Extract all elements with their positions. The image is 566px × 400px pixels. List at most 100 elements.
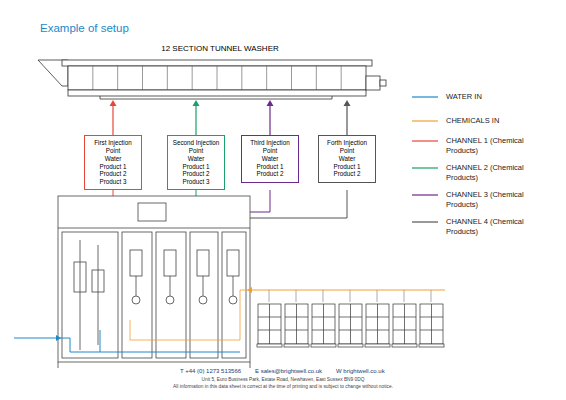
washer-section: [341, 66, 342, 90]
ibc-container: [285, 304, 308, 344]
ibc-cage: [350, 304, 351, 344]
ibc-cage: [404, 304, 405, 344]
contact-detail: T +44 (0) 1273 513566: [180, 368, 241, 374]
feed-pipe: [431, 290, 432, 302]
arrowhead: [267, 100, 274, 106]
legend-line-sample: [412, 95, 438, 99]
injection-point-box: Forth Injection PointWaterProduct 1Produ…: [318, 135, 376, 183]
control-cabinet: [58, 196, 250, 368]
node-item: Water: [322, 155, 372, 163]
connector-line: [195, 105, 196, 135]
connector: [267, 100, 274, 135]
page-title: Example of setup: [40, 22, 129, 34]
ibc-pallet: [257, 344, 282, 347]
legend-text: WATER IN: [446, 92, 530, 102]
connector-line: [346, 105, 347, 135]
ibc-pallet: [311, 344, 336, 347]
legend-line: [412, 140, 438, 141]
node-heading: 12 SECTION TUNNEL WASHER: [60, 44, 380, 54]
node-heading: Forth Injection Point: [322, 139, 372, 154]
node-item: Product 3: [88, 178, 138, 186]
washer-section: [117, 66, 118, 90]
ibc-cage: [431, 304, 432, 344]
tunnel-washer: [38, 60, 386, 99]
washer-section: [167, 66, 168, 90]
feed-pipe: [269, 290, 270, 302]
washer-section: [92, 66, 93, 90]
node-item: Product 2: [88, 170, 138, 178]
arrowhead: [193, 100, 200, 106]
washer-section: [142, 66, 143, 90]
legend-line-sample: [412, 220, 438, 224]
node-item: Product 3: [171, 178, 221, 186]
connector: [110, 100, 117, 135]
legend-text: CHEMICALS IN: [446, 116, 530, 126]
ibc-pallet: [365, 344, 390, 347]
ibc-cage: [269, 304, 270, 344]
legend-line-sample: [412, 166, 438, 170]
node-item: Product 1: [171, 163, 221, 171]
legend-text: CHANNEL 4 (Chemical Products): [446, 217, 530, 237]
legend-line-sample: [412, 139, 438, 143]
legend-line-sample: [412, 119, 438, 123]
ibc-pallet: [338, 344, 363, 347]
footer-note: Unit 5, Euro Business Park, Estate Road,…: [202, 377, 365, 382]
feed-pipe: [377, 290, 378, 302]
connector: [193, 100, 200, 135]
ibc-pallet: [284, 344, 309, 347]
legend-line: [412, 221, 438, 222]
ibc-container: [420, 304, 443, 344]
node-item: Water: [88, 155, 138, 163]
connector-line: [269, 105, 270, 135]
node-item: Product 1: [322, 163, 372, 171]
legend-line: [412, 167, 438, 168]
ibc-cage: [377, 304, 378, 344]
node-item: Water: [171, 155, 221, 163]
washer-section: [291, 66, 292, 90]
ibc-container: [312, 304, 335, 344]
legend-text: CHANNEL 1 (Chemical Products): [446, 136, 530, 156]
feed-pipe: [296, 290, 297, 302]
node-item: Product 2: [245, 170, 295, 178]
ibc-container: [393, 304, 416, 344]
ibc-container: [366, 304, 389, 344]
node-heading: Second Injection Point: [171, 139, 221, 154]
contact-detail: E sales@brightwell.co.uk: [255, 368, 322, 374]
feed-pipe: [404, 290, 405, 302]
arrowhead: [344, 100, 351, 106]
legend-line: [412, 120, 438, 121]
feed-pipe: [323, 290, 324, 302]
washer-section: [266, 66, 267, 90]
ibc-pallet: [419, 344, 444, 347]
node-item: Water: [245, 155, 295, 163]
legend-line: [412, 96, 438, 97]
injection-point-box: Second Injection PointWaterProduct 1Prod…: [167, 135, 225, 190]
washer-section: [217, 66, 218, 90]
ibc-container: [339, 304, 362, 344]
washer-section: [241, 66, 242, 90]
node-item: Product 2: [322, 170, 372, 178]
contact-detail: W brightwell.co.uk: [336, 368, 385, 374]
ibc-cage: [296, 304, 297, 344]
legend-line-sample: [412, 193, 438, 197]
washer-section: [192, 66, 193, 90]
legend-text: CHANNEL 2 (Chemical Products): [446, 163, 530, 183]
node-item: Product 1: [88, 163, 138, 171]
connector-line: [112, 105, 113, 135]
arrowhead: [110, 100, 117, 106]
legend-text: CHANNEL 3 (Chemical Products): [446, 190, 530, 210]
footer-note: All information in this data sheet is co…: [173, 384, 393, 389]
injection-point-box: Third Injection PointWaterProduct 1Produ…: [241, 135, 299, 183]
feed-pipe: [350, 290, 351, 302]
washer-section: [316, 66, 317, 90]
node-heading: Third Injection Point: [245, 139, 295, 154]
legend-line: [412, 194, 438, 195]
node-heading: First Injection Point: [88, 139, 138, 154]
ibc-container: [258, 304, 281, 344]
node-item: Product 2: [171, 170, 221, 178]
node-item: Product 1: [245, 163, 295, 171]
injection-point-box: First Injection PointWaterProduct 1Produ…: [84, 135, 142, 190]
connector: [344, 100, 351, 135]
